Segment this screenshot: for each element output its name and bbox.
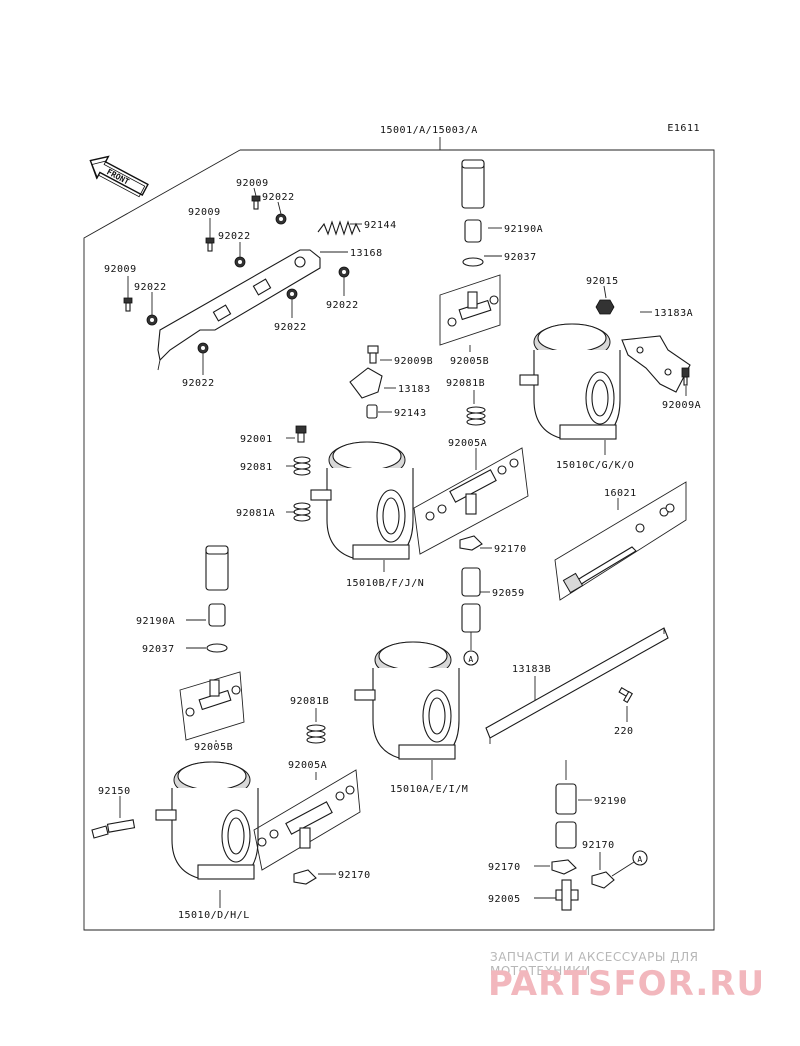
callout-92005b-top: 92005B xyxy=(450,356,489,367)
callout-15010d: 15010/D/H/L xyxy=(178,910,250,921)
pipe-92190 xyxy=(555,760,577,849)
washer-92022-d xyxy=(338,266,350,278)
callout-92009-c: 92009 xyxy=(104,264,137,275)
assembly-frame xyxy=(83,137,715,931)
callout-92022-f: 92022 xyxy=(182,378,215,389)
callout-92005a-bottom: 92005A xyxy=(288,760,327,771)
watermark-logo: PARTSFOR.RU xyxy=(488,964,766,1004)
washer-92022-c xyxy=(146,314,158,326)
leader-lines xyxy=(119,187,687,908)
callout-92001: 92001 xyxy=(240,434,273,445)
callout-92009b: 92009B xyxy=(394,356,433,367)
nut-92015 xyxy=(595,299,615,315)
ref-marker-a-1: A xyxy=(468,655,473,664)
washer-92022-e xyxy=(286,288,298,300)
bolt-92009-c xyxy=(123,297,133,312)
callout-92081b-bottom: 92081B xyxy=(290,696,329,707)
callout-92005: 92005 xyxy=(488,894,521,905)
callout-92009-a: 92009 xyxy=(236,178,269,189)
diagram-code: E1611 xyxy=(667,123,700,134)
callout-92037-bottom: 92037 xyxy=(142,644,175,655)
ref-marker-a-2: A xyxy=(611,850,648,877)
fuel-pipe-top xyxy=(439,159,501,346)
callout-13183a: 13183A xyxy=(654,308,693,319)
callout-92081b-top: 92081B xyxy=(446,378,485,389)
callout-92022-e: 92022 xyxy=(274,322,307,333)
clip-92170-bottom xyxy=(293,869,317,885)
rail-13183b xyxy=(485,627,669,744)
callout-15010a: 15010A/E/I/M xyxy=(390,784,468,795)
pipe-92059: A xyxy=(461,567,481,666)
bolt-92009-b xyxy=(205,237,215,252)
throttle-bracket xyxy=(157,249,321,371)
spring-92081a xyxy=(293,502,311,522)
fuel-joint-92005a-top xyxy=(413,447,529,555)
callout-13183: 13183 xyxy=(398,384,431,395)
callout-labels: 92009 92022 92009 92022 92144 13168 9200… xyxy=(98,178,701,921)
carburetor-b xyxy=(310,441,414,560)
fuel-tee-92005 xyxy=(555,879,579,911)
clip-92170-left xyxy=(551,859,577,875)
spring-92081b-top xyxy=(466,406,486,426)
callout-92150: 92150 xyxy=(98,786,131,797)
screw-220 xyxy=(618,687,633,704)
callout-92143: 92143 xyxy=(394,408,427,419)
bolt-92150 xyxy=(91,819,136,839)
callout-15010b: 15010B/F/J/N xyxy=(346,578,424,589)
carburetor-c xyxy=(519,323,621,440)
assembly-label: 15001/A/15003/A xyxy=(380,125,478,136)
washer-92022-f xyxy=(197,342,209,354)
callout-92037-top: 92037 xyxy=(504,252,537,263)
callout-92081: 92081 xyxy=(240,462,273,473)
spring-92081b-bottom xyxy=(306,724,326,744)
spring-92081 xyxy=(293,456,311,476)
clip-92170-top xyxy=(459,535,483,551)
callout-92170-top: 92170 xyxy=(494,544,527,555)
callout-92170-right: 92170 xyxy=(582,840,615,851)
callout-92022-a: 92022 xyxy=(262,192,295,203)
carburetor-d xyxy=(155,761,259,880)
svg-text:A: A xyxy=(637,855,642,864)
callout-92015: 92015 xyxy=(586,276,619,287)
callout-220: 220 xyxy=(614,726,634,737)
fuel-pipe-bottom xyxy=(179,545,245,741)
callout-92190: 92190 xyxy=(594,796,627,807)
callout-92190a-bottom: 92190A xyxy=(136,616,175,627)
callout-92144: 92144 xyxy=(364,220,397,231)
bolt-92009a-right xyxy=(681,367,690,386)
carburetor-a xyxy=(354,641,460,760)
bolt-92009-a xyxy=(251,195,261,210)
callout-13168: 13168 xyxy=(350,248,383,259)
screw-92009b xyxy=(367,345,379,364)
callout-92022-d: 92022 xyxy=(326,300,359,311)
watermark-tagline: ЗАПЧАСТИ И АКСЕССУАРЫ ДЛЯ МОТОТЕХНИКИ xyxy=(490,950,699,978)
spring-92144 xyxy=(317,220,361,236)
screw-92001 xyxy=(295,425,307,443)
callout-92005a-top: 92005A xyxy=(448,438,487,449)
callout-92009a-right: 92009A xyxy=(662,400,701,411)
callout-92022-c: 92022 xyxy=(134,282,167,293)
callout-15010c: 15010C/G/K/O xyxy=(556,460,634,471)
holder-13183 xyxy=(349,367,383,399)
callout-92022-b: 92022 xyxy=(218,231,251,242)
bracket-13183a xyxy=(621,335,691,393)
callout-92170-left: 92170 xyxy=(488,862,521,873)
sleeve-92143 xyxy=(366,404,378,419)
washer-92022-b xyxy=(234,256,246,268)
callout-16021: 16021 xyxy=(604,488,637,499)
callout-92190a-top: 92190A xyxy=(504,224,543,235)
callout-92170-bottom: 92170 xyxy=(338,870,371,881)
sensor-16021 xyxy=(554,481,687,601)
callout-92005b-bottom: 92005B xyxy=(194,742,233,753)
clip-92170-right xyxy=(591,871,615,889)
front-arrow-icon: FRONT xyxy=(89,155,149,198)
fuel-joint-92005a-bottom xyxy=(253,769,361,871)
callout-92081a: 92081A xyxy=(236,508,275,519)
callout-13183b: 13183B xyxy=(512,664,551,675)
callout-92059: 92059 xyxy=(492,588,525,599)
washer-92022-a xyxy=(275,213,287,225)
callout-92009-b: 92009 xyxy=(188,207,221,218)
